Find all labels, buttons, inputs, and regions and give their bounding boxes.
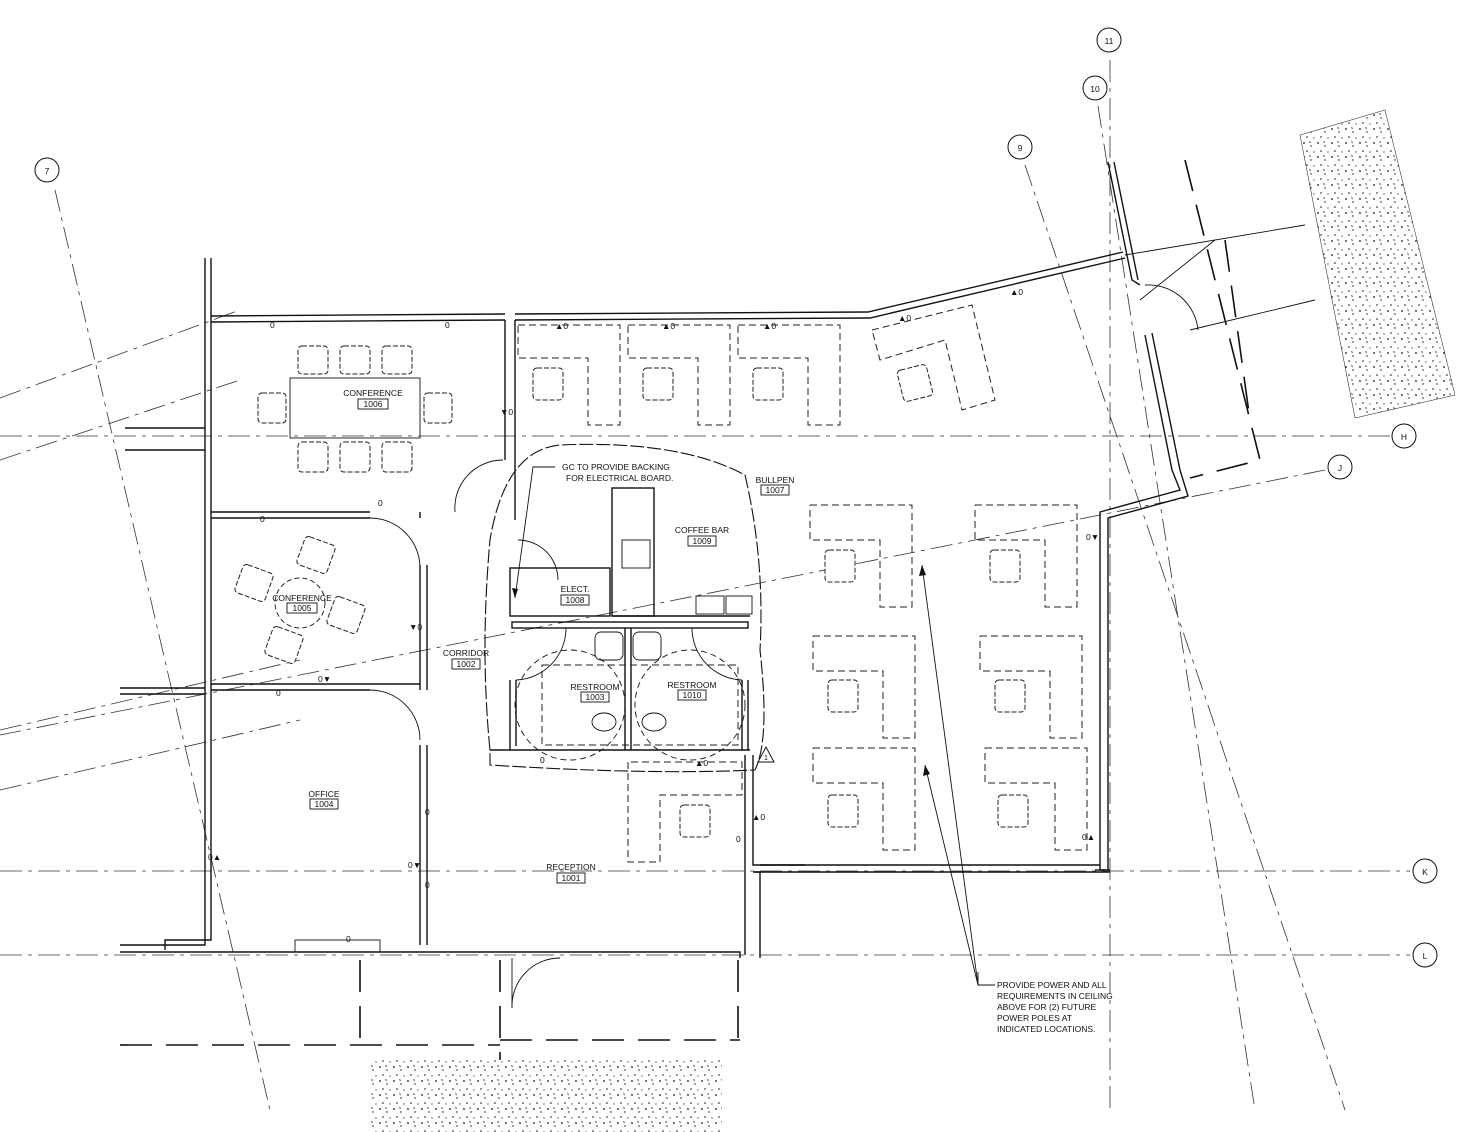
svg-text:0▼: 0▼ xyxy=(318,674,331,684)
svg-text:▲0: ▲0 xyxy=(662,321,675,331)
conference-table-1006 xyxy=(257,345,453,473)
svg-text:PROVIDE POWER AND ALL: PROVIDE POWER AND ALL xyxy=(997,980,1107,990)
svg-text:0▼: 0▼ xyxy=(1086,532,1099,542)
svg-text:RESTROOM: RESTROOM xyxy=(667,680,716,690)
grid-bubble-h: H xyxy=(1391,423,1417,449)
grid-bubble-j: J xyxy=(1327,454,1353,480)
svg-text:RESTROOM: RESTROOM xyxy=(570,682,619,692)
svg-text:0: 0 xyxy=(425,880,430,890)
svg-text:FOR ELECTRICAL BOARD.: FOR ELECTRICAL BOARD. xyxy=(566,473,673,483)
svg-text:1007: 1007 xyxy=(766,485,785,495)
svg-text:1009: 1009 xyxy=(693,536,712,546)
concrete-area-bottom xyxy=(370,1060,722,1132)
svg-text:7: 7 xyxy=(45,166,50,176)
svg-text:▲0: ▲0 xyxy=(695,758,708,768)
svg-text:11: 11 xyxy=(1105,36,1114,46)
svg-text:0: 0 xyxy=(425,807,430,817)
restroom-fixtures xyxy=(514,539,753,761)
svg-text:0: 0 xyxy=(276,688,281,698)
svg-text:1003: 1003 xyxy=(586,692,605,702)
svg-text:10: 10 xyxy=(1090,84,1100,94)
grid-bubble-11: 11 xyxy=(1096,27,1122,53)
svg-text:0: 0 xyxy=(540,755,545,765)
svg-text:1008: 1008 xyxy=(566,595,585,605)
svg-text:▲0: ▲0 xyxy=(898,313,911,323)
svg-text:0: 0 xyxy=(260,514,265,524)
svg-text:CORRIDOR: CORRIDOR xyxy=(443,648,489,658)
svg-text:0: 0 xyxy=(270,320,275,330)
svg-text:OFFICE: OFFICE xyxy=(308,789,339,799)
svg-text:▲0: ▲0 xyxy=(1010,287,1023,297)
grid-bubble-10: 10 xyxy=(1082,75,1108,101)
svg-text:0: 0 xyxy=(378,498,383,508)
svg-text:▲0: ▲0 xyxy=(555,321,568,331)
grid-bubble-k: K xyxy=(1412,858,1438,884)
grid-bubble-l: L xyxy=(1412,942,1438,968)
svg-text:1002: 1002 xyxy=(457,659,476,669)
workstations xyxy=(517,304,1088,863)
svg-text:POWER POLES AT: POWER POLES AT xyxy=(997,1013,1072,1023)
svg-text:1006: 1006 xyxy=(364,399,383,409)
note-electrical-backing: GC TO PROVIDE BACKING FOR ELECTRICAL BOA… xyxy=(512,462,673,599)
svg-text:GC TO PROVIDE BACKING: GC TO PROVIDE BACKING xyxy=(562,462,670,472)
svg-text:0▼: 0▼ xyxy=(408,860,421,870)
svg-text:0: 0 xyxy=(445,320,450,330)
svg-text:1005: 1005 xyxy=(293,603,312,613)
walls xyxy=(120,161,1316,1009)
svg-text:▲0: ▲0 xyxy=(752,812,765,822)
svg-text:ELECT.: ELECT. xyxy=(561,584,590,594)
svg-text:0: 0 xyxy=(346,934,351,944)
svg-text:K: K xyxy=(1422,867,1428,877)
svg-text:▼0: ▼0 xyxy=(500,407,513,417)
svg-text:REQUIREMENTS IN CEILING: REQUIREMENTS IN CEILING xyxy=(997,991,1113,1001)
svg-text:L: L xyxy=(1423,951,1428,961)
svg-text:INDICATED LOCATIONS.: INDICATED LOCATIONS. xyxy=(997,1024,1095,1034)
svg-text:CONFERENCE: CONFERENCE xyxy=(272,593,332,603)
conference-table-1005 xyxy=(234,536,366,664)
svg-text:J: J xyxy=(1338,463,1342,473)
svg-text:BULLPEN: BULLPEN xyxy=(756,475,795,485)
svg-text:H: H xyxy=(1401,432,1407,442)
svg-text:1001: 1001 xyxy=(562,873,581,883)
svg-text:1010: 1010 xyxy=(683,690,702,700)
concrete-area-top-right xyxy=(1299,109,1456,419)
revision-cloud xyxy=(484,443,765,773)
grid-lines xyxy=(0,60,1410,1111)
revision-delta: 1 xyxy=(757,745,775,763)
svg-text:0▲: 0▲ xyxy=(1082,832,1095,842)
svg-text:0: 0 xyxy=(736,834,741,844)
svg-text:1: 1 xyxy=(764,755,768,762)
room-label-elect: ELECT.1008 xyxy=(560,584,590,606)
note-power-poles: PROVIDE POWER AND ALL REQUIREMENTS IN CE… xyxy=(919,564,1113,1034)
svg-text:▲0: ▲0 xyxy=(763,321,776,331)
svg-text:CONFERENCE: CONFERENCE xyxy=(343,388,403,398)
svg-text:RECEPTION: RECEPTION xyxy=(546,862,596,872)
dashed-overhead xyxy=(120,159,1261,1060)
svg-text:ABOVE FOR (2) FUTURE: ABOVE FOR (2) FUTURE xyxy=(997,1002,1097,1012)
svg-text:9: 9 xyxy=(1018,143,1023,153)
svg-text:COFFEE BAR: COFFEE BAR xyxy=(675,525,729,535)
svg-text:1004: 1004 xyxy=(315,799,334,809)
svg-text:0▲: 0▲ xyxy=(208,852,221,862)
grid-bubble-7: 7 xyxy=(34,157,60,183)
svg-text:▼0: ▼0 xyxy=(409,622,422,632)
grid-bubble-9: 9 xyxy=(1007,134,1033,160)
